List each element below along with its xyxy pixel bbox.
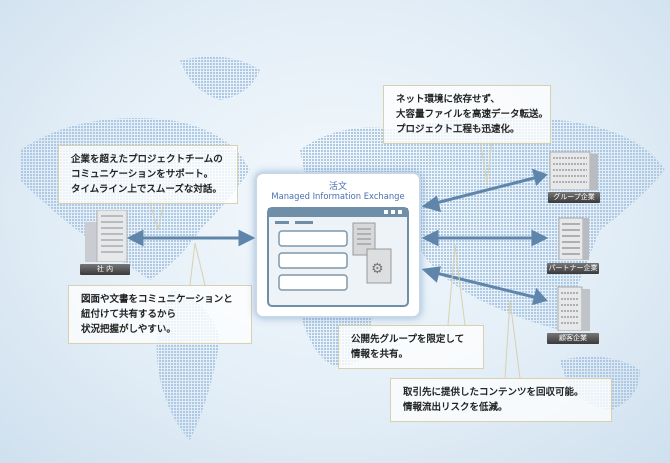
gear-icon: ⚙: [371, 261, 384, 277]
arrow-group: [431, 175, 539, 206]
callout-team-communication: 企業を超えたプロジェクトチームの コミュニケーションをサポート。 タイムライン上…: [58, 145, 238, 204]
internal-building-icon: [85, 210, 128, 262]
product-name-jp: 活文: [328, 182, 347, 192]
callout-line: コミュニケーションをサポート。: [71, 169, 214, 180]
callout-line: 情報を共有。: [351, 349, 409, 360]
product-name-en: Managed Information Exchange: [271, 191, 405, 201]
callout-document-sharing: 図面や文書をコミュニケーションと 紐付けて共有するから 状況把握がしやすい。: [68, 285, 252, 344]
customer-company-building-icon: [557, 286, 590, 331]
group-company-label: グループ企業: [548, 192, 600, 203]
callout-line: 情報流出リスクを低減。: [403, 402, 508, 413]
connection-arrows: [126, 168, 549, 306]
callout-line: 企業を超えたプロジェクトチームの: [71, 154, 223, 165]
callout-line: 公開先グループを限定して: [351, 334, 465, 345]
callout-tails: [147, 139, 521, 379]
group-company-building-icon: [549, 151, 598, 190]
app-window-illustration: ⚙: [267, 207, 409, 307]
callout-line: 状況把握がしやすい。: [81, 324, 176, 335]
product-panel: 活文 Managed Information Exchange ⚙: [255, 172, 421, 318]
callout-line: 大容量ファイルを高速データ転送。: [396, 109, 549, 120]
partner-company-building-icon: [558, 217, 589, 260]
callout-line: タイムライン上でスムーズな対話。: [71, 184, 222, 195]
customer-company-label: 顧客企業: [547, 333, 599, 344]
callout-line: ネット環境に依存せず、: [396, 94, 500, 105]
callout-fast-transfer: ネット環境に依存せず、 大容量ファイルを高速データ転送。 プロジェクト工程も迅速…: [383, 85, 551, 144]
internal-label: 社 内: [80, 264, 130, 275]
partner-company-label: パートナー企業: [547, 263, 599, 274]
callout-content-recall: 取引先に提供したコンテンツを回収可能。 情報流出リスクを低減。: [390, 378, 612, 422]
chat-bubbles: [278, 230, 348, 291]
callout-line: 取引先に提供したコンテンツを回収可能。: [403, 387, 584, 398]
callout-group-sharing: 公開先グループを限定して 情報を共有。: [338, 325, 484, 369]
callout-line: 紐付けて共有するから: [81, 309, 177, 320]
arrow-customer: [431, 270, 539, 300]
callout-line: 図面や文書をコミュニケーションと: [81, 294, 233, 305]
callout-line: プロジェクト工程も迅速化。: [396, 124, 520, 135]
